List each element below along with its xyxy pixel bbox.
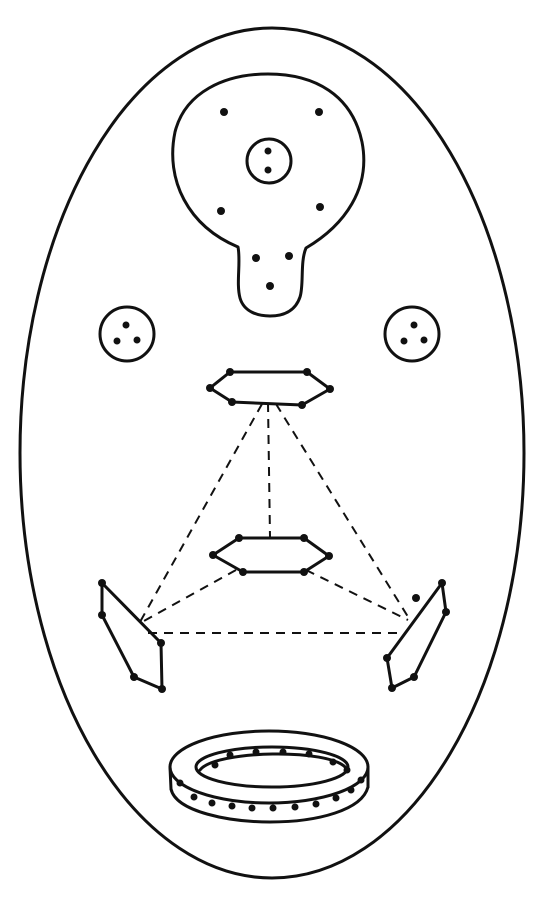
dash-top-right [275,403,411,621]
left-small-circle [98,305,156,363]
outer-oval [18,26,526,880]
top-lobe [171,72,366,318]
top-lobe-dots [217,108,324,290]
center-hexagon [209,534,333,576]
dash-center-right [305,569,409,621]
left-parallelogram [98,579,166,693]
dash-top-left [139,403,263,623]
top-lobe-outline [171,72,366,318]
torus-outer-rim [168,729,370,805]
dash-top-center [267,402,271,538]
torus-ring [168,729,370,824]
dash-center-left [141,569,237,623]
top-lobe-inner-circle [245,137,293,185]
right-small-circle [383,305,441,363]
dashed-connections [139,402,411,634]
top-hexagon [206,368,334,409]
right-parallelogram [383,579,450,692]
